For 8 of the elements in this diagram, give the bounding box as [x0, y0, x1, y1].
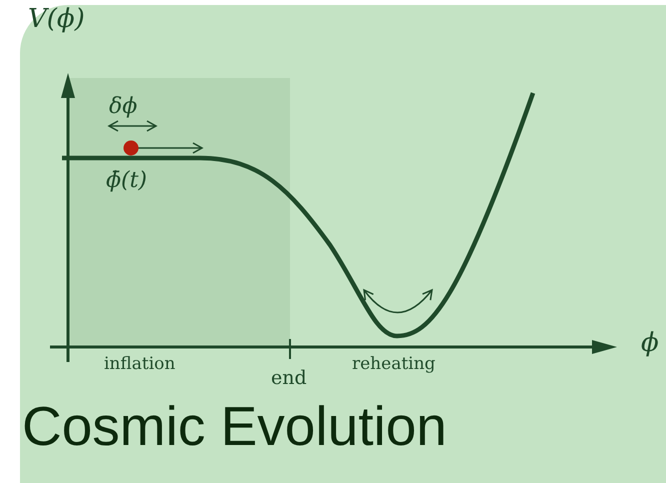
axis-label: ϕ [641, 330, 659, 356]
phase-label: inflation [104, 356, 176, 373]
title: Cosmic Evolution [22, 396, 447, 456]
field-label: ϕ̄(t) [106, 170, 148, 192]
phase-label: reheating [352, 356, 436, 373]
axis-label: V(ϕ) [28, 6, 85, 32]
tick-label: end [271, 369, 307, 388]
perturbation-label: δϕ [109, 96, 138, 118]
